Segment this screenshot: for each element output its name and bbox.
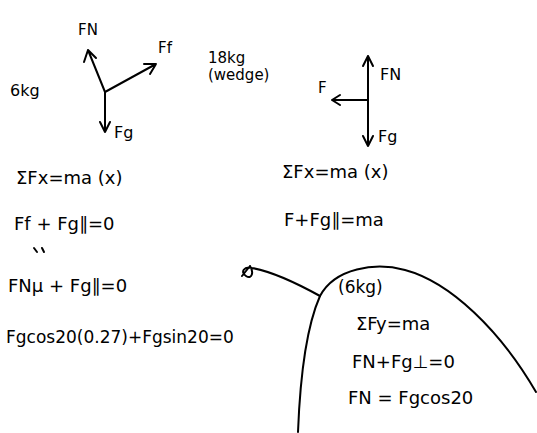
equation: F+Fg∥=ma (284, 210, 384, 231)
force-label: Fg (114, 124, 133, 142)
mass-label: (6kg) (338, 278, 383, 298)
gravity-arrow (100, 92, 110, 132)
equation: ΣFy=ma (356, 314, 430, 335)
force-label: F (318, 80, 327, 97)
equation: Ff + Fg∥=0 (14, 214, 115, 235)
gravity-arrow (363, 100, 373, 146)
applied-force-arrow (332, 95, 368, 105)
region-outline (298, 267, 536, 432)
equation: Fgcos20(0.27)+Fgsin20=0 (6, 328, 234, 348)
force-label: FN (78, 22, 98, 39)
equation: FN = Fgcos20 (348, 388, 473, 409)
force-label: Fg (378, 128, 397, 146)
normal-force-arrow (84, 50, 105, 92)
normal-force-arrow (363, 56, 373, 100)
equation: ΣFx=ma (x) (16, 168, 122, 189)
force-label: FN (380, 66, 401, 84)
friction-arrow (105, 64, 156, 92)
equation: FN+Fg⊥=0 (352, 352, 455, 373)
leader-arrow (242, 266, 320, 296)
force-label: Ff (158, 40, 172, 57)
mass-label: 18kg (wedge) (208, 50, 278, 85)
equation: FNμ + Fg∥=0 (8, 276, 127, 297)
equation: ΣFx=ma (x) (282, 162, 388, 183)
mass-label: 6kg (10, 82, 40, 100)
tick-marks (34, 248, 44, 252)
